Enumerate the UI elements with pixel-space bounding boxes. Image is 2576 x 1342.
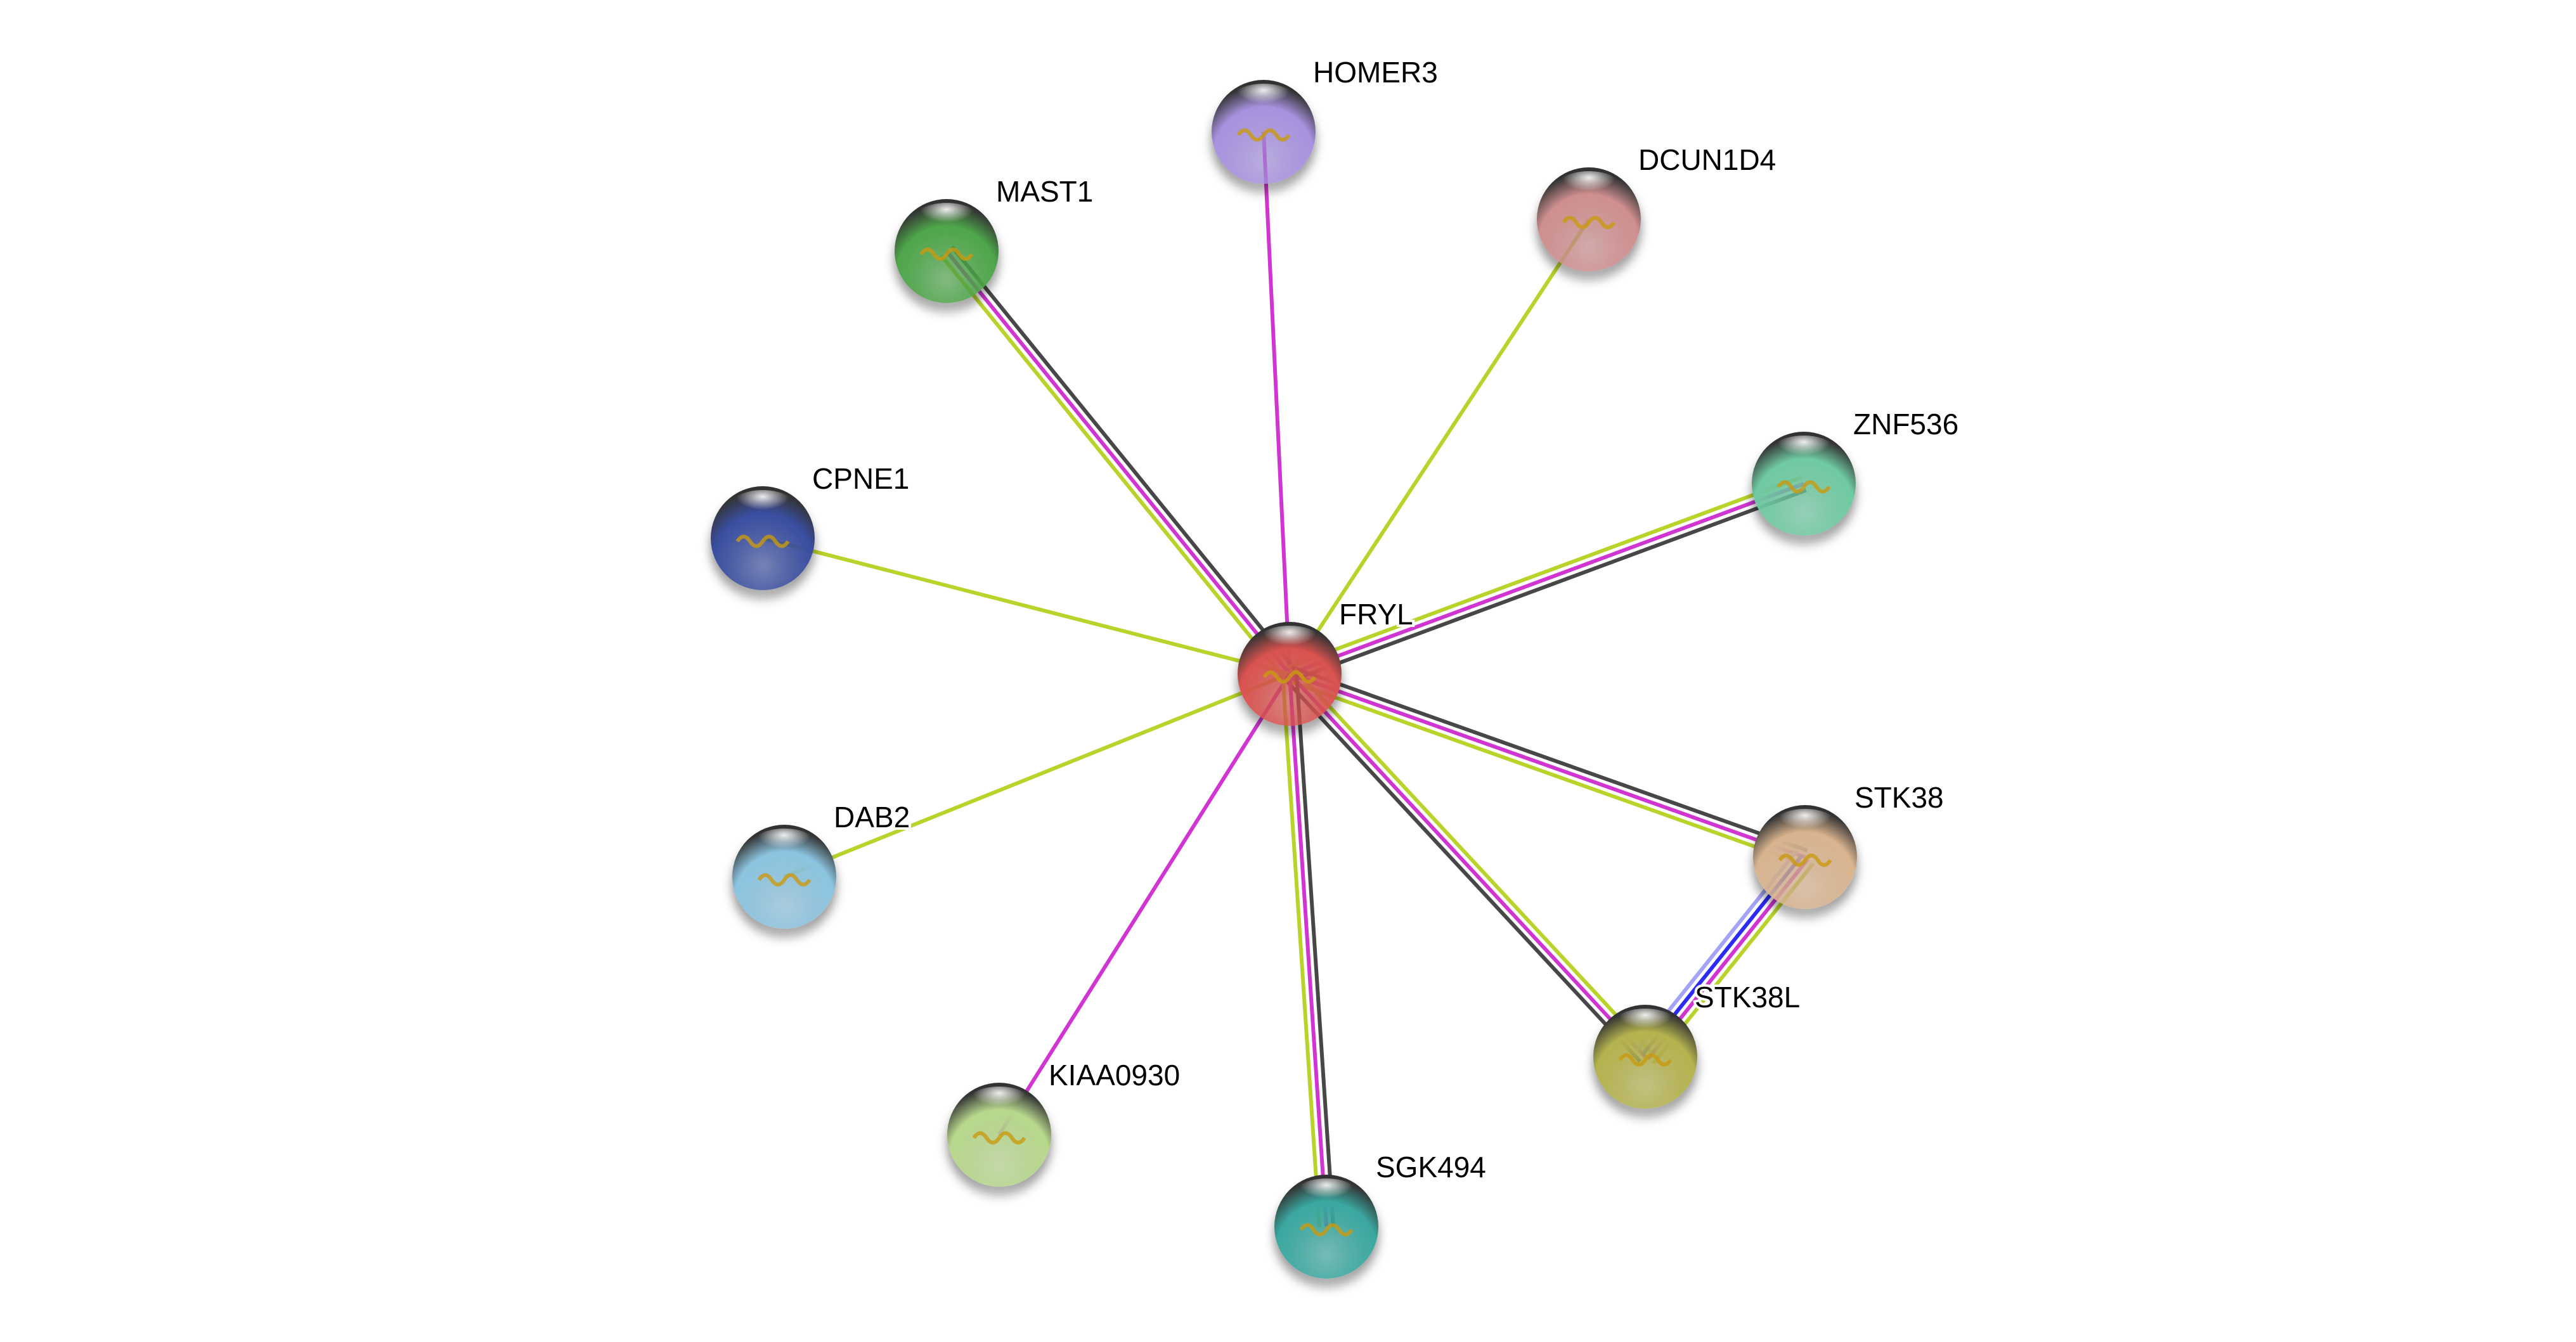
- edge-line-coexpression: [950, 245, 1297, 671]
- edge-FRYL-ZNF536[interactable]: [1286, 475, 1807, 683]
- node-ZNF536[interactable]: ZNF536: [1752, 405, 1961, 536]
- node-SGK494[interactable]: SGK494: [1274, 1148, 1489, 1279]
- edge-FRYL-CPNE1[interactable]: [762, 536, 1290, 676]
- node-KIAA0930[interactable]: KIAA0930: [947, 1056, 1182, 1187]
- edge-line-coexpression: [1291, 488, 1807, 683]
- node-FRYL[interactable]: FRYL: [1238, 595, 1416, 726]
- protein-structure-icon: [1618, 1053, 1673, 1067]
- node-highlight: [1772, 809, 1838, 842]
- node-highlight: [751, 829, 817, 861]
- edge-line-experiments: [945, 250, 1291, 675]
- node-label: DCUN1D4: [1638, 143, 1776, 176]
- node-label: STK38L: [1695, 981, 1800, 1014]
- protein-structure-icon: [919, 247, 974, 261]
- protein-structure-icon: [1236, 128, 1291, 142]
- node-HOMER3[interactable]: HOMER3: [1212, 53, 1440, 184]
- node-label: SGK494: [1376, 1151, 1486, 1184]
- edge-FRYL-SGK494[interactable]: [1281, 673, 1335, 1227]
- protein-structure-icon: [735, 534, 790, 548]
- node-label: CPNE1: [812, 462, 909, 495]
- node-highlight: [966, 1087, 1032, 1119]
- edge-line-textmining: [940, 254, 1286, 680]
- node-MAST1[interactable]: MAST1: [895, 172, 1096, 303]
- node-DAB2[interactable]: DAB2: [732, 798, 912, 929]
- protein-structure-icon: [1262, 670, 1317, 684]
- edge-line-experiments: [997, 673, 1291, 1136]
- node-DCUN1D4[interactable]: DCUN1D4: [1537, 141, 1778, 271]
- edge-FRYL-MAST1[interactable]: [940, 245, 1297, 680]
- edge-line-textmining: [1293, 668, 1652, 1054]
- node-highlight: [1293, 1178, 1359, 1211]
- edge-line-experiments: [1288, 482, 1805, 676]
- edge-line-textmining: [762, 536, 1290, 676]
- node-highlight: [1771, 436, 1837, 468]
- node-highlight: [730, 490, 796, 523]
- node-highlight: [1257, 626, 1323, 659]
- edge-line-textmining: [1286, 678, 1804, 866]
- edge-FRYL-DAB2[interactable]: [783, 672, 1291, 879]
- node-highlight: [1556, 171, 1622, 204]
- node-STK38L[interactable]: STK38L: [1593, 978, 1803, 1109]
- node-label: FRYL: [1339, 598, 1413, 631]
- edge-line-textmining: [783, 672, 1291, 879]
- edge-line-textmining: [1286, 475, 1803, 669]
- protein-structure-icon: [1777, 480, 1831, 494]
- node-highlight: [914, 203, 980, 236]
- edge-line-experiments: [1288, 672, 1806, 859]
- edge-line-coexpression: [1294, 673, 1335, 1227]
- protein-structure-icon: [972, 1131, 1026, 1145]
- protein-structure-icon: [1299, 1223, 1354, 1237]
- node-label: ZNF536: [1853, 408, 1958, 441]
- node-label: DAB2: [834, 801, 910, 834]
- edge-line-experiments: [1262, 131, 1291, 674]
- edge-FRYL-HOMER3[interactable]: [1262, 131, 1291, 674]
- edge-line-textmining: [1281, 674, 1322, 1227]
- node-CPNE1[interactable]: CPNE1: [711, 460, 912, 590]
- node-highlight: [1231, 84, 1297, 117]
- edge-line-textmining: [1288, 218, 1591, 675]
- edge-FRYL-KIAA0930[interactable]: [997, 673, 1291, 1136]
- node-STK38[interactable]: STK38: [1753, 778, 1946, 909]
- node-label: MAST1: [996, 175, 1093, 208]
- node-label: HOMER3: [1313, 56, 1438, 89]
- edge-line-coexpression: [1283, 677, 1642, 1063]
- edge-line-experiments: [1288, 673, 1328, 1227]
- edge-line-experiments: [1288, 672, 1647, 1059]
- node-label: KIAA0930: [1049, 1059, 1180, 1092]
- node-label: STK38: [1854, 781, 1944, 814]
- edge-FRYL-STK38L[interactable]: [1283, 668, 1652, 1063]
- edge-FRYL-STK38[interactable]: [1286, 665, 1808, 866]
- protein-structure-icon: [1778, 853, 1832, 867]
- nodes-layer: FRYLHOMER3DCUN1D4MAST1ZNF536CPNE1DAB2STK…: [711, 53, 1961, 1279]
- edge-line-coexpression: [1291, 665, 1808, 853]
- edge-FRYL-DCUN1D4[interactable]: [1288, 218, 1591, 675]
- node-highlight: [1612, 1009, 1678, 1042]
- protein-structure-icon: [1562, 216, 1616, 229]
- protein-structure-icon: [757, 873, 812, 887]
